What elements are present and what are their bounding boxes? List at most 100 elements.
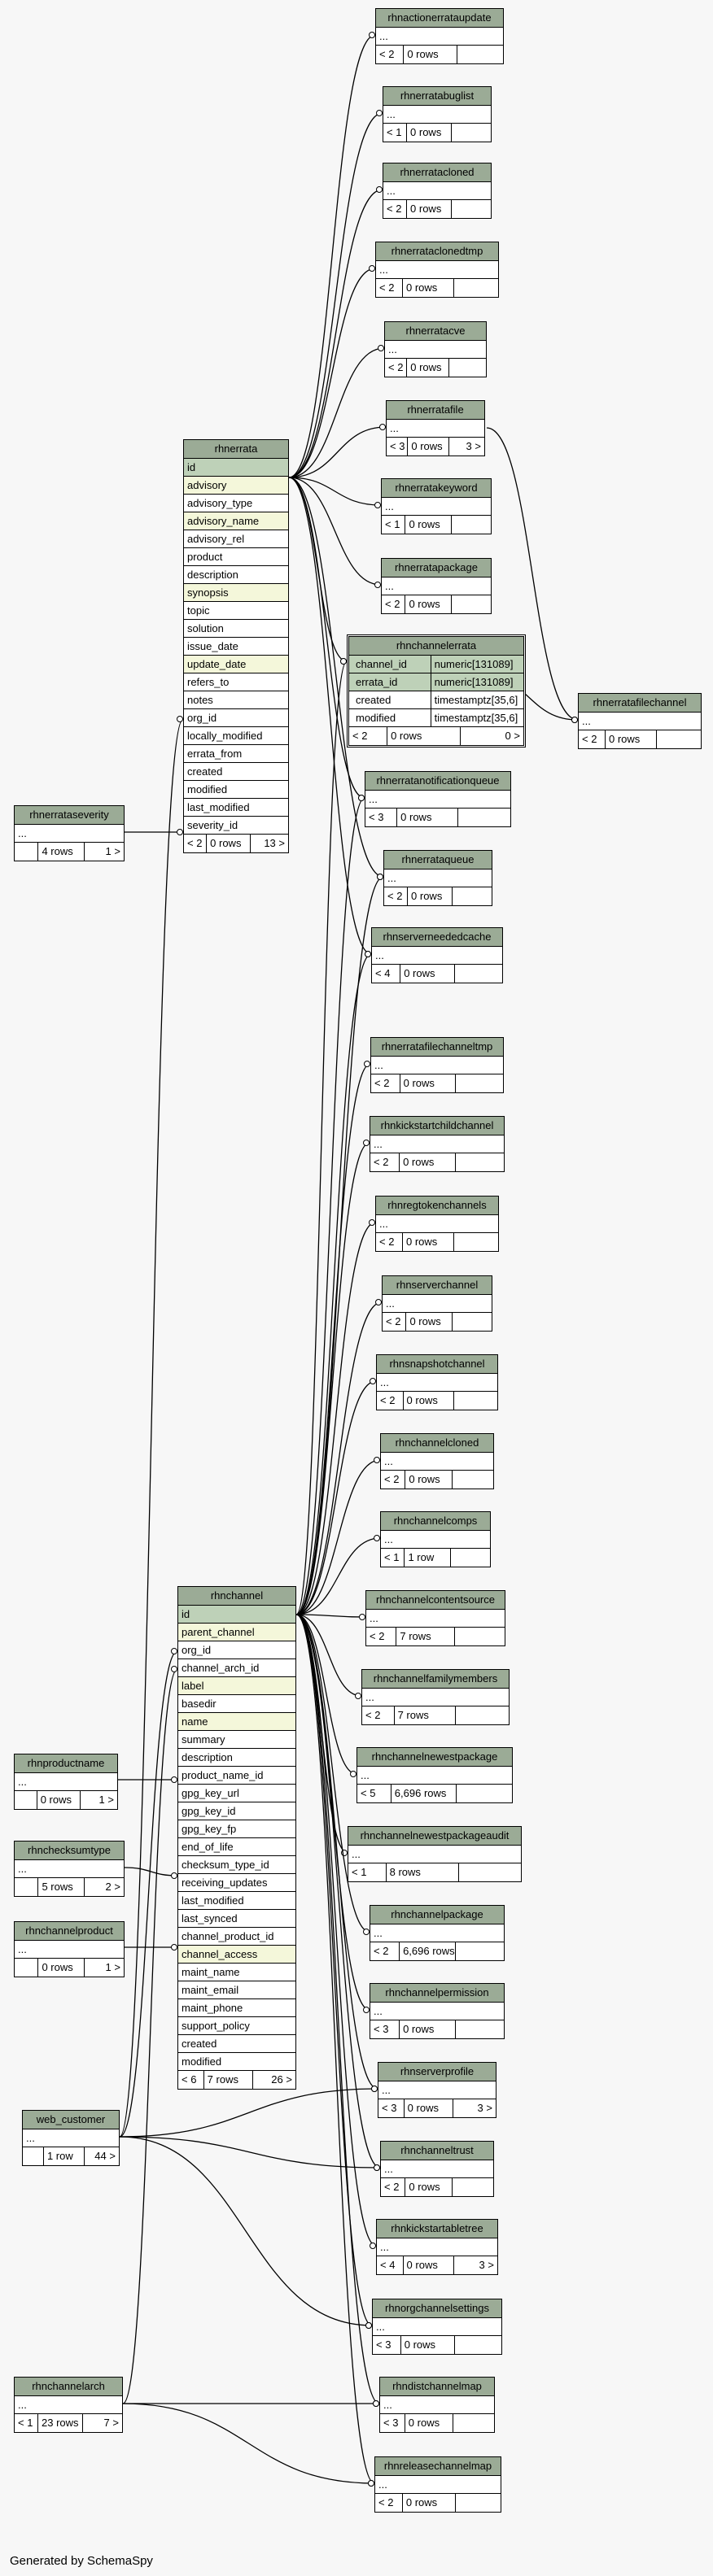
parents-count: < 2 — [383, 200, 408, 218]
row-count: 6,696 rows — [391, 1785, 457, 1802]
fk-endpoint-marker — [171, 1776, 177, 1783]
row-count: 0 rows — [407, 359, 450, 377]
row-count: 0 rows — [403, 279, 454, 297]
foreign-key-line — [295, 797, 365, 1615]
table-name: rhnchannelerrata — [349, 637, 523, 656]
column-row: ... — [378, 2081, 496, 2099]
children-count — [454, 1392, 497, 1410]
column-row: ... — [365, 791, 510, 809]
table-name: web_customer — [23, 2111, 119, 2129]
parents-count: < 4 — [377, 2256, 404, 2274]
column-row: ... — [381, 2160, 493, 2178]
row-count: 0 rows — [403, 1233, 454, 1251]
column-row: gpg_key_url — [178, 1785, 295, 1802]
children-count: 26 > — [271, 2073, 292, 2086]
table-name: rhnorgchannelsettings — [373, 2299, 501, 2318]
row-count: 0 rows — [404, 46, 457, 63]
table-name: rhnactionerrataupdate — [376, 9, 503, 28]
table-name: rhnregtokenchannels — [376, 1196, 498, 1215]
children-count — [459, 1863, 521, 1881]
row-count: 0 rows — [405, 1471, 453, 1489]
parents-count: < 3 — [380, 2414, 405, 2432]
foreign-key-line — [295, 1459, 381, 1615]
column-row: ... — [371, 1057, 503, 1074]
fk-endpoint-marker — [374, 582, 381, 588]
fk-endpoint-marker — [363, 1929, 370, 1935]
table-name: rhnchannelcloned — [381, 1434, 493, 1453]
foreign-key-line — [288, 477, 382, 506]
column-row: product — [184, 548, 288, 566]
parents-count: < 2 — [579, 730, 606, 748]
parents-count: < 2 — [370, 1942, 400, 1960]
column-row: ... — [376, 28, 503, 46]
children-count: 1 > — [98, 1794, 114, 1806]
fk-endpoint-marker — [376, 186, 383, 193]
column-row: ... — [376, 1215, 498, 1233]
column-row: gpg_key_id — [178, 1802, 295, 1820]
children-count: 44 > — [94, 2150, 116, 2162]
table-name: rhnerratacloned — [383, 163, 491, 182]
children-count — [457, 1785, 512, 1802]
table-name: rhnchannelpackage — [370, 1906, 504, 1924]
parents-count: < 4 — [372, 965, 401, 983]
children-count — [456, 1153, 504, 1171]
column-row: ... — [384, 870, 492, 887]
foreign-key-line — [288, 477, 365, 799]
row-count: 0 rows — [397, 809, 458, 826]
table-name: rhnerratabuglist — [383, 87, 491, 106]
fk-endpoint-marker — [365, 951, 371, 957]
parents-count — [15, 1878, 39, 1896]
column-type: numeric[131089] — [434, 658, 514, 670]
table-name: rhnerratafile — [387, 401, 484, 420]
parents-count: < 3 — [370, 2020, 400, 2038]
children-count: 0 > — [505, 730, 520, 742]
table-name: rhnerrata — [184, 440, 288, 459]
parents-count: < 2 — [381, 1471, 406, 1489]
table-name: rhnerrataseverity — [15, 806, 124, 825]
